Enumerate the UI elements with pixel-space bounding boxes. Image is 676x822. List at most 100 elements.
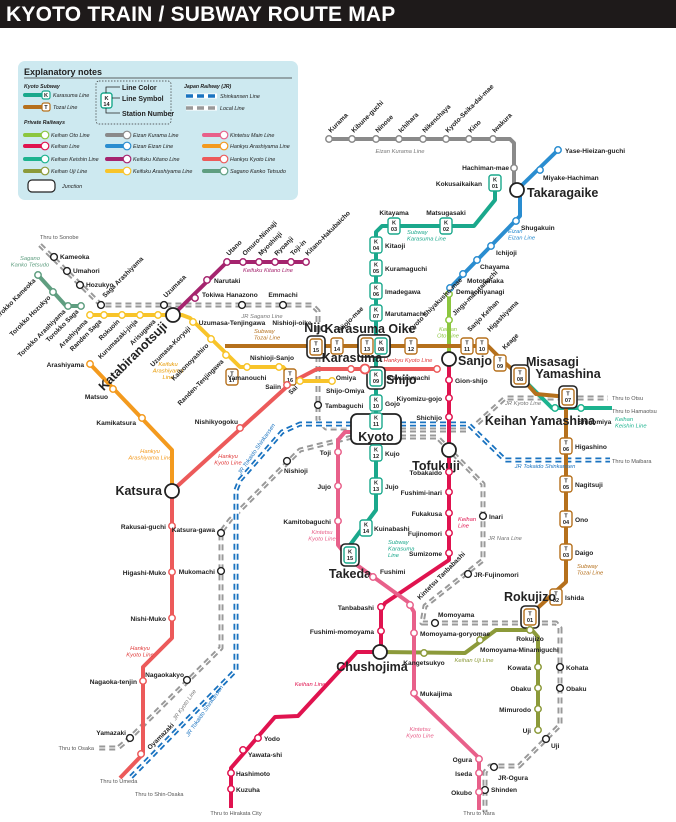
- station[interactable]: JR-Fujinomori: [463, 569, 519, 579]
- station[interactable]: Yodo: [254, 734, 280, 743]
- station-marker[interactable]: [534, 663, 542, 671]
- station-marker[interactable]: [433, 365, 441, 373]
- station-marker[interactable]: [136, 311, 144, 319]
- jr-station-marker[interactable]: [182, 675, 192, 685]
- station[interactable]: Demachiyanagi: [446, 284, 505, 296]
- station[interactable]: Uji: [523, 726, 542, 735]
- station-marker[interactable]: [577, 404, 585, 412]
- station[interactable]: Kitano-Hakubaicho: [302, 210, 352, 266]
- jr-station-marker[interactable]: [96, 300, 106, 310]
- station-marker[interactable]: [526, 626, 534, 634]
- station[interactable]: Karasuma: [322, 351, 383, 375]
- station[interactable]: Nishi-Muko: [130, 614, 176, 623]
- station-marker[interactable]: [168, 614, 176, 622]
- station-marker[interactable]: [510, 164, 518, 172]
- station-number-box[interactable]: [559, 437, 573, 455]
- station[interactable]: Fushimi-inari: [401, 488, 453, 497]
- station-marker[interactable]: [34, 271, 42, 279]
- station-number-box[interactable]: [360, 337, 374, 355]
- station-number-box[interactable]: [559, 543, 573, 561]
- station-number-box[interactable]: [225, 368, 239, 386]
- station-number-box[interactable]: [330, 337, 344, 355]
- station-number-box[interactable]: [549, 588, 563, 606]
- station-marker[interactable]: [86, 360, 94, 368]
- station-marker[interactable]: [334, 448, 342, 456]
- station[interactable]: Shinomiya: [577, 404, 612, 426]
- station-marker[interactable]: [377, 627, 385, 635]
- station-number-box[interactable]: [369, 282, 383, 300]
- station[interactable]: Mukomachi: [179, 566, 226, 576]
- station[interactable]: JR-Ogura: [489, 762, 529, 782]
- station-number-box[interactable]: [369, 236, 383, 254]
- station-marker[interactable]: [239, 258, 247, 266]
- station[interactable]: Mimurodo: [499, 705, 542, 714]
- station-marker[interactable]: [334, 517, 342, 525]
- station-marker[interactable]: [487, 242, 495, 250]
- station[interactable]: Katsura-gawa: [172, 527, 226, 538]
- station-number-box[interactable]: [493, 354, 507, 372]
- station[interactable]: Iseda: [455, 769, 483, 778]
- station[interactable]: Fushimi: [369, 569, 406, 581]
- station-marker[interactable]: [191, 294, 199, 302]
- station-marker[interactable]: [536, 166, 544, 174]
- station-marker[interactable]: [446, 284, 454, 292]
- station[interactable]: Kamitobaguchi: [283, 517, 342, 526]
- station-marker[interactable]: [302, 258, 310, 266]
- station-marker[interactable]: [359, 363, 371, 375]
- station-marker[interactable]: [459, 270, 467, 278]
- station-marker[interactable]: [227, 769, 235, 777]
- station-marker[interactable]: [465, 135, 473, 143]
- station-number-box[interactable]: [369, 477, 383, 495]
- station[interactable]: Yase-Hieizan-guchi: [554, 146, 625, 155]
- station-marker[interactable]: [328, 377, 336, 385]
- station-marker[interactable]: [296, 377, 304, 385]
- station-number-box[interactable]: [559, 475, 573, 493]
- station-marker[interactable]: [222, 351, 230, 359]
- station-marker[interactable]: [372, 135, 380, 143]
- station-number-box[interactable]: [523, 608, 537, 626]
- station[interactable]: Arashiyama: [47, 360, 94, 369]
- jr-station-marker[interactable]: [541, 734, 551, 744]
- station-marker[interactable]: [445, 316, 453, 324]
- station-number-box[interactable]: [460, 337, 474, 355]
- station[interactable]: Torokko Arashiyama: [17, 302, 72, 359]
- station[interactable]: Kangetsukyo: [403, 649, 445, 667]
- junction-marker[interactable]: [441, 351, 457, 367]
- jr-station-marker[interactable]: [125, 733, 135, 743]
- station-marker[interactable]: [445, 468, 453, 476]
- jr-station-marker[interactable]: [478, 511, 488, 521]
- station[interactable]: Ichijoji: [487, 242, 517, 257]
- station-marker[interactable]: [475, 788, 483, 796]
- station-marker[interactable]: [348, 135, 356, 143]
- jr-station-marker[interactable]: [159, 300, 169, 310]
- jr-station-marker[interactable]: [282, 456, 292, 466]
- station-marker[interactable]: [283, 381, 291, 389]
- station[interactable]: Takaragaike: [509, 182, 598, 200]
- station-marker[interactable]: [168, 522, 176, 530]
- station[interactable]: Kiyomizu-gojo: [397, 394, 453, 403]
- station[interactable]: Nishioji: [282, 456, 308, 475]
- station-marker[interactable]: [118, 311, 126, 319]
- station-marker[interactable]: [334, 482, 342, 490]
- junction-marker[interactable]: [164, 483, 180, 499]
- station-marker[interactable]: [236, 424, 244, 432]
- jr-station-marker[interactable]: [62, 266, 72, 276]
- station-marker[interactable]: [410, 629, 418, 637]
- station-marker[interactable]: [77, 302, 85, 310]
- station-marker[interactable]: [137, 750, 145, 758]
- station-marker[interactable]: [49, 288, 57, 296]
- station[interactable]: Tanbabashi: [338, 603, 385, 612]
- jr-station-marker[interactable]: [237, 300, 247, 310]
- station-marker[interactable]: [138, 414, 146, 422]
- station-number-box[interactable]: [561, 388, 575, 406]
- station-marker[interactable]: [255, 258, 263, 266]
- station-marker[interactable]: [100, 311, 108, 319]
- station[interactable]: Miyake-Hachiman: [536, 166, 599, 182]
